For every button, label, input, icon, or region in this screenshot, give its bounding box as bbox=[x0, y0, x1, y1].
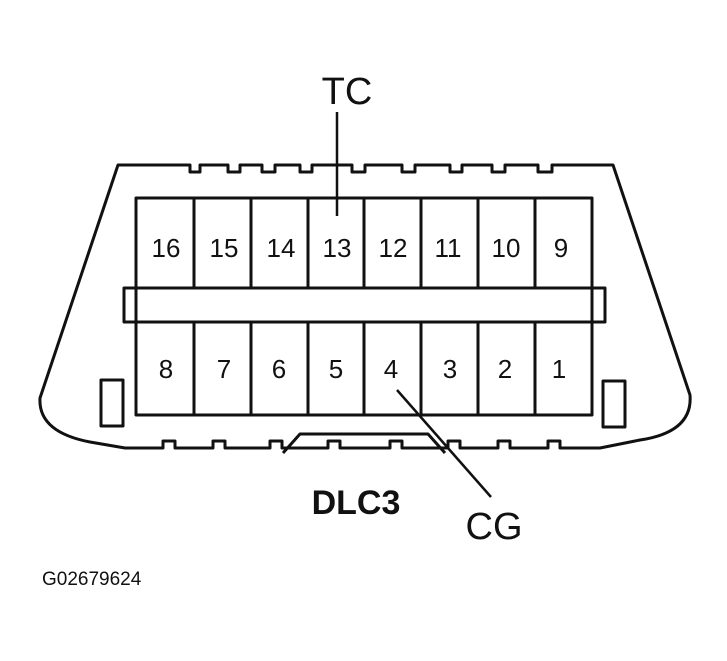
top-row-dividers bbox=[192, 198, 537, 288]
right-latch-slot bbox=[601, 379, 627, 429]
cg-label: CG bbox=[466, 506, 523, 548]
pin-6: 6 bbox=[272, 354, 286, 384]
connector-housing bbox=[38, 163, 692, 450]
pin-9: 9 bbox=[554, 233, 568, 263]
pin-2: 2 bbox=[498, 354, 512, 384]
pin-10: 10 bbox=[492, 233, 521, 263]
pin-16: 16 bbox=[152, 233, 181, 263]
tc-label: TC bbox=[322, 71, 373, 113]
bottom-row-dividers bbox=[192, 322, 537, 415]
pin-8: 8 bbox=[159, 354, 173, 384]
keying-notch bbox=[281, 432, 447, 455]
left-latch-slot bbox=[99, 378, 125, 428]
pin-11: 11 bbox=[435, 233, 462, 263]
top-row-pins: 16 15 14 13 12 11 10 9 bbox=[152, 233, 569, 263]
pin-15: 15 bbox=[210, 233, 239, 263]
connector-title: DLC3 bbox=[312, 484, 401, 522]
pin-5: 5 bbox=[329, 354, 343, 384]
pin-14: 14 bbox=[267, 233, 296, 263]
pin-13: 13 bbox=[323, 233, 352, 263]
pin-12: 12 bbox=[379, 233, 408, 263]
figure-code: G02679624 bbox=[42, 569, 142, 590]
center-rib bbox=[122, 286, 607, 324]
pin-7: 7 bbox=[217, 354, 231, 384]
pin-4: 4 bbox=[384, 354, 398, 384]
cg-leader-line bbox=[396, 389, 492, 498]
pin-3: 3 bbox=[443, 354, 457, 384]
bottom-row-pins: 8 7 6 5 4 3 2 1 bbox=[159, 354, 566, 384]
pin-1: 1 bbox=[552, 354, 566, 384]
